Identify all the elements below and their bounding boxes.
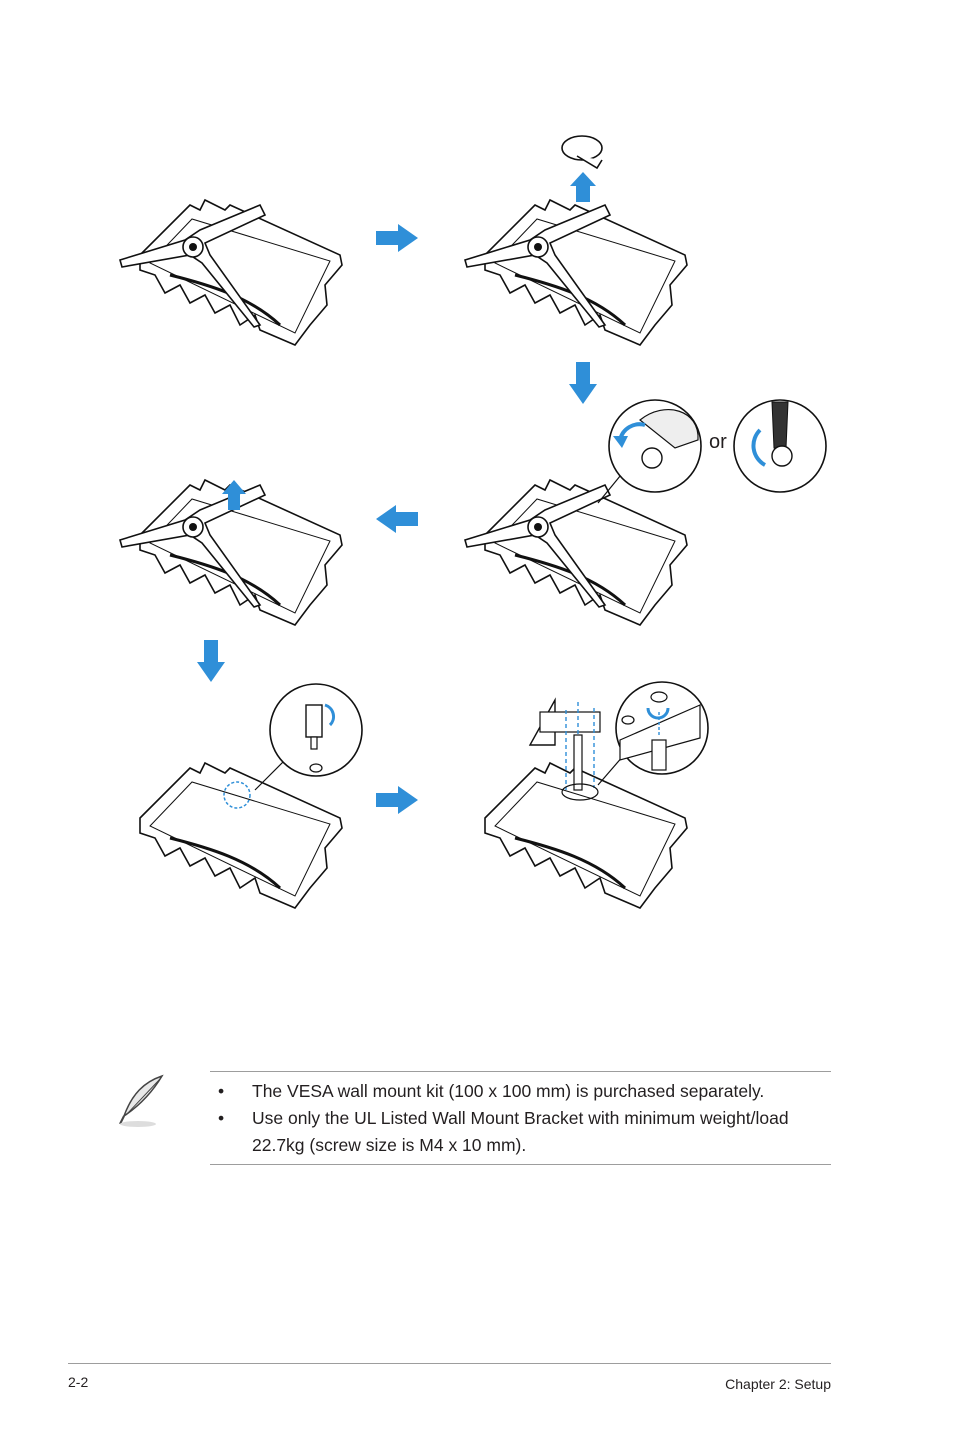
note-item: • The VESA wall mount kit (100 x 100 mm)…	[218, 1078, 818, 1105]
step-remove-hinge-cover	[464, 198, 689, 347]
arrow-right-icon	[376, 786, 418, 814]
arrow-down-icon	[197, 640, 225, 682]
hinge-cover-part	[561, 135, 603, 170]
step-monitor-with-stand	[119, 198, 344, 347]
note-item-text: The VESA wall mount kit (100 x 100 mm) i…	[252, 1081, 765, 1101]
arrow-up-icon	[222, 480, 246, 510]
note-item-text: Use only the UL Listed Wall Mount Bracke…	[252, 1108, 789, 1155]
arrow-up-icon	[570, 172, 596, 202]
feather-pen-icon	[119, 1074, 164, 1127]
step-loosen-screw	[464, 478, 689, 627]
step-install-spacers	[138, 761, 344, 910]
arrow-down-icon	[569, 362, 597, 404]
footer-rule	[68, 1363, 831, 1364]
wall-mount-illustration	[119, 135, 827, 910]
bullet: •	[218, 1108, 225, 1128]
note-bottom-rule	[210, 1164, 831, 1165]
arrow-left-icon	[376, 505, 418, 533]
arrow-right-icon	[376, 224, 418, 252]
bullet: •	[218, 1081, 225, 1101]
note-item: • Use only the UL Listed Wall Mount Brac…	[218, 1105, 818, 1159]
page-number: 2-2	[68, 1374, 89, 1390]
or-label: or	[709, 431, 727, 453]
note-list: • The VESA wall mount kit (100 x 100 mm)…	[218, 1078, 818, 1159]
chapter-title: Chapter 2: Setup	[725, 1376, 831, 1392]
note-top-rule	[210, 1071, 831, 1072]
